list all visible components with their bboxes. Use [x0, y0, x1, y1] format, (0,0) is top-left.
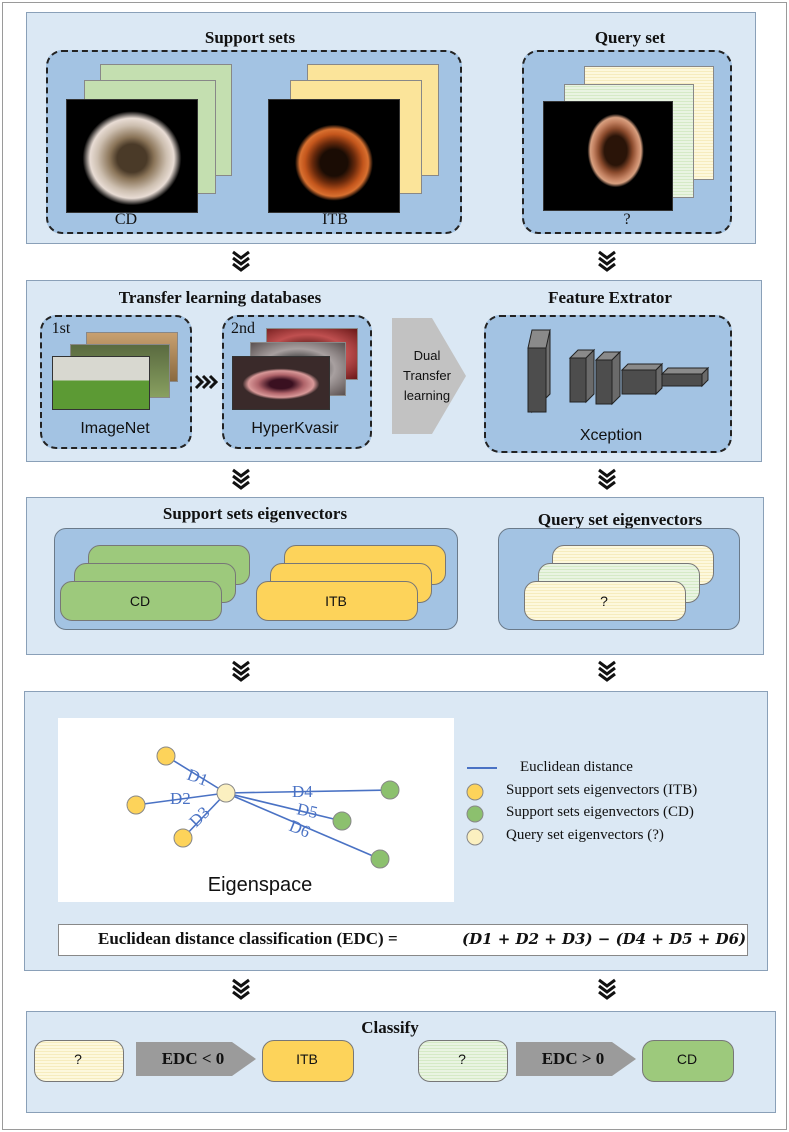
result-cd-label: CD: [676, 1051, 698, 1067]
query-input-right-label: ?: [458, 1051, 466, 1067]
itb-point: [126, 795, 146, 815]
cd-label: CD: [114, 211, 138, 228]
d3-line: [182, 792, 227, 839]
rule-itb-arrow: [136, 1042, 256, 1076]
cd-endoscopy-image: [66, 99, 198, 213]
query-vector-label: ?: [600, 593, 608, 609]
legend-query: Query set eigenvectors (?): [506, 827, 664, 843]
eigenspace-diagram: D1 D2 D3 D4 D5 D6: [126, 746, 400, 869]
query-label: ?: [623, 211, 631, 228]
down-chevron-icon: [232, 978, 250, 1000]
d5-line: [225, 792, 343, 822]
query-input-left-label: ?: [74, 1051, 82, 1067]
d4-label: D4: [292, 782, 313, 801]
legend-cd-dot-icon: [466, 805, 484, 823]
d5-label: D5: [295, 799, 319, 822]
legend-line-swatch: [467, 767, 497, 769]
result-cd: [642, 1040, 734, 1082]
itb-endoscopy-image: [268, 99, 400, 213]
query-input-left: [34, 1040, 124, 1082]
hyperkvasir-endoscopy-image: [232, 356, 330, 410]
first-tag: 1st: [51, 320, 71, 337]
cd-vector-front: [60, 581, 222, 621]
d2-line: [135, 792, 227, 806]
rule-cd-arrow: [516, 1042, 636, 1076]
eigenspace-plot: [58, 718, 454, 902]
result-itb: [262, 1040, 354, 1082]
down-chevron-icon: [598, 468, 616, 490]
down-chevron-icon: [598, 250, 616, 272]
down-chevron-icon: [598, 660, 616, 682]
legend-itb-dot-icon: [466, 783, 484, 801]
legend-query-dot-icon: [466, 828, 484, 846]
hyperkvasir-label: HyperKvasir: [251, 420, 339, 437]
dual-transfer-label: Dual Transfer learning: [403, 348, 451, 403]
d6-line: [225, 792, 381, 860]
cd-point: [380, 780, 400, 800]
d4-line: [225, 789, 391, 794]
query-vector-front: [524, 581, 686, 621]
transfer-learning-title: Transfer learning databases: [118, 288, 322, 307]
down-chevron-icon: [598, 978, 616, 1000]
itb-point: [173, 828, 193, 848]
second-tag: 2nd: [231, 320, 255, 337]
xception-network-icon: [527, 328, 710, 414]
classify-title: Classify: [361, 1018, 419, 1037]
rule-itb: EDC < 0: [161, 1049, 225, 1068]
query-endoscopy-image: [543, 101, 673, 211]
support-eigenvectors-title: Support sets eigenvectors: [162, 504, 348, 523]
xception-label: Xception: [579, 427, 643, 444]
itb-vector-front: [256, 581, 418, 621]
legend-cd: Support sets eigenvectors (CD): [506, 804, 694, 820]
legend-euclidean: Euclidean distance: [520, 759, 633, 775]
cd-point: [332, 811, 352, 831]
result-itb-label: ITB: [296, 1051, 318, 1067]
edc-formula: (D1 + D2 + D3) − (D4 + D5 + D6): [462, 930, 747, 948]
itb-vector-label: ITB: [325, 593, 347, 609]
down-chevron-icon: [232, 660, 250, 682]
query-point: [216, 783, 236, 803]
itb-label: ITB: [322, 211, 348, 228]
legend-itb: Support sets eigenvectors (ITB): [506, 782, 698, 798]
edc-label: Euclidean distance classification (EDC) …: [98, 929, 398, 948]
d1-line: [165, 755, 227, 794]
dual-transfer-arrow: [392, 318, 466, 434]
d1-label: D1: [185, 765, 211, 790]
query-set-title: Query set: [594, 28, 666, 47]
down-chevron-icon: [232, 250, 250, 272]
feature-extractor-title: Feature Extrator: [548, 288, 672, 307]
itb-point: [156, 746, 176, 766]
support-sets-title: Support sets: [204, 28, 296, 47]
edc-box: [58, 924, 748, 956]
query-input-right: [418, 1040, 508, 1082]
d2-label: D2: [170, 789, 191, 808]
cd-point: [370, 849, 390, 869]
down-chevron-icon: [232, 468, 250, 490]
rule-cd: EDC > 0: [541, 1049, 605, 1068]
cd-vector-label: CD: [129, 593, 151, 609]
triple-chevron-icon: [194, 374, 218, 390]
query-eigenvectors-title: Query set eigenvectors: [537, 510, 703, 529]
imagenet-label: ImageNet: [80, 420, 150, 437]
eigenspace-label: Eigenspace: [207, 874, 313, 896]
imagenet-cats-image: [52, 356, 150, 410]
